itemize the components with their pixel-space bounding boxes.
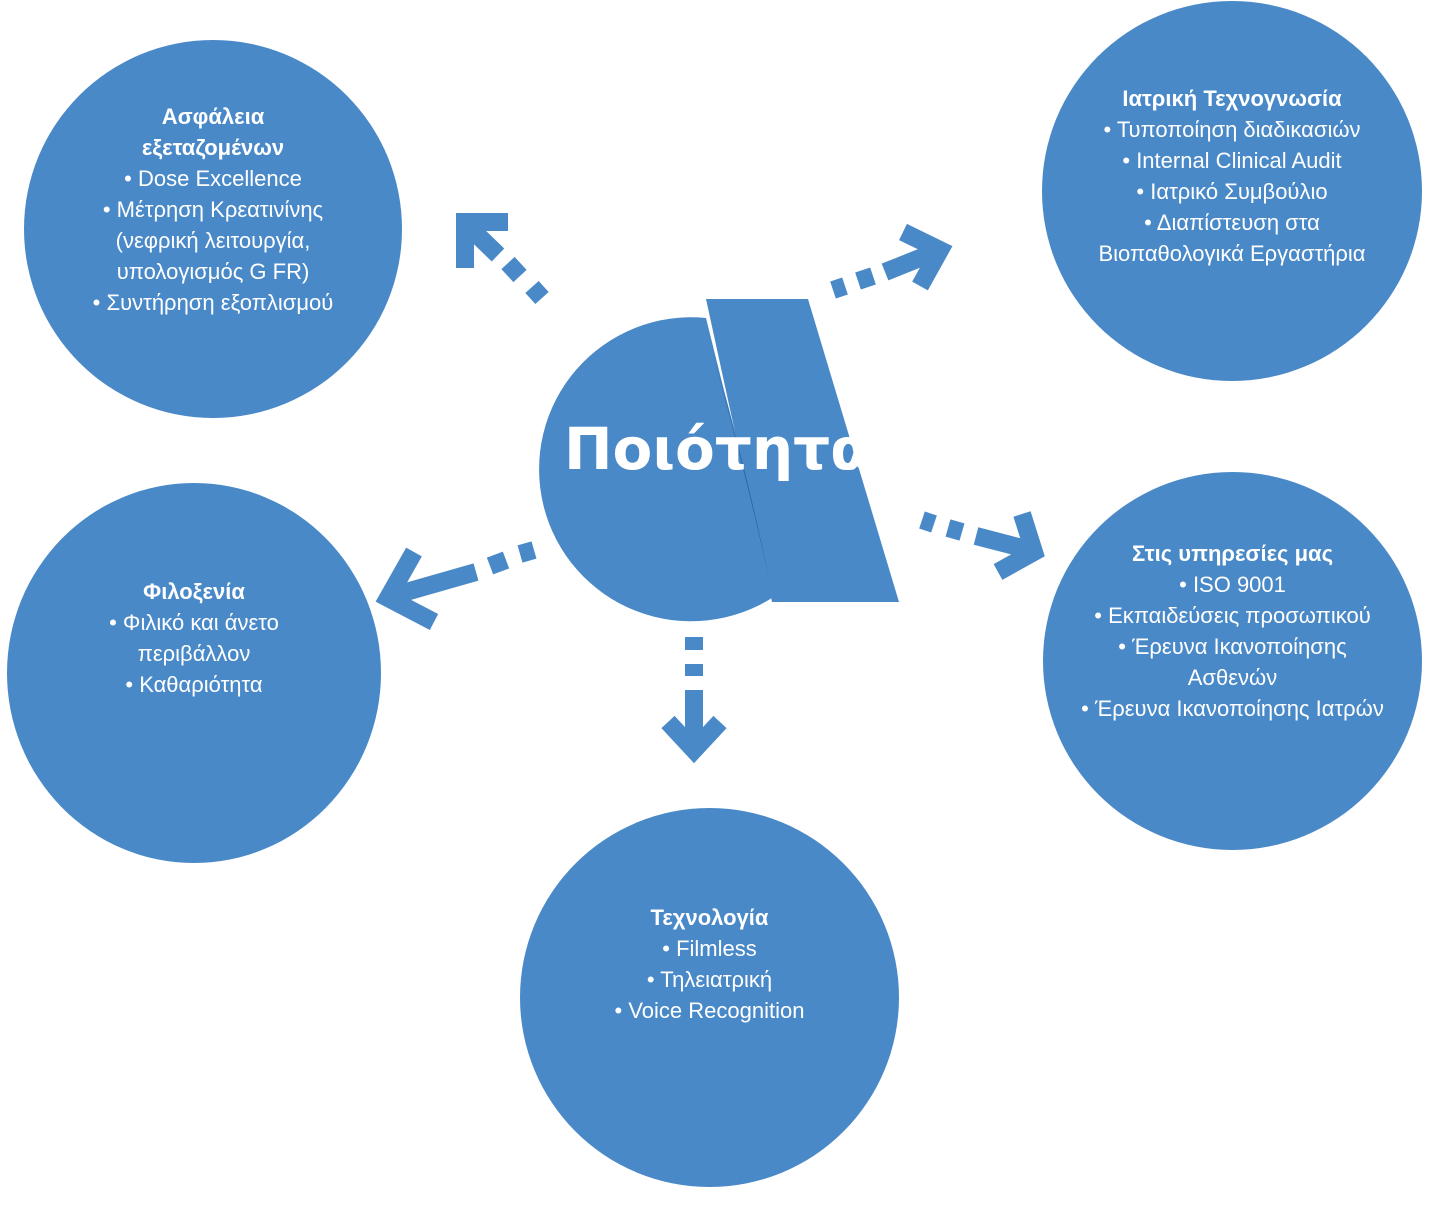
arrow-to-hospitality (375, 541, 537, 630)
node-title: Ασφάλεια εξεταζομένων (74, 101, 352, 163)
list-item: Εκπαιδεύσεις προσωπικού (1073, 600, 1392, 631)
list-item: Έρευνα Ικανοποίησης Ιατρών (1073, 693, 1392, 724)
title-line: Ασφάλεια (161, 103, 265, 129)
list-item: Internal Clinical Audit (1092, 145, 1372, 176)
node-technology: Τεχνολογία Filmless Τηλειατρική Voice Re… (520, 808, 899, 1187)
node-items: Τυποποίηση διαδικασιών Internal Clinical… (1092, 114, 1372, 269)
node-items: Φιλικό και άνετο περιβάλλον Καθαριότητα (77, 607, 311, 700)
node-content: Στις υπηρεσίες μας ISO 9001 Εκπαιδεύσεις… (1073, 538, 1392, 724)
node-title: Στις υπηρεσίες μας (1131, 541, 1334, 566)
list-item: Καθαριότητα (77, 669, 311, 700)
node-content: Ιατρική Τεχνογνωσία Τυποποίηση διαδικασι… (1092, 83, 1372, 269)
node-title: Τεχνολογία (650, 904, 769, 930)
list-item: Τυποποίηση διαδικασιών (1092, 114, 1372, 145)
arrow-to-tech (661, 637, 727, 764)
node-medical-expertise: Ιατρική Τεχνογνωσία Τυποποίηση διαδικασι… (1042, 1, 1422, 381)
list-item: Έρευνα Ικανοποίησης Ασθενών (1073, 631, 1392, 693)
node-content: Φιλοξενία Φιλικό και άνετο περιβάλλον Κα… (77, 576, 311, 700)
node-items: Dose Excellence Μέτρηση Κρεατινίνης (νεφ… (74, 163, 352, 318)
node-hospitality: Φιλοξενία Φιλικό και άνετο περιβάλλον Κα… (7, 483, 381, 863)
node-content: Τεχνολογία Filmless Τηλειατρική Voice Re… (615, 902, 805, 1026)
arrow-to-medical (830, 223, 953, 299)
list-item: Dose Excellence (74, 163, 352, 194)
center-title: Ποιότητα (564, 415, 871, 483)
list-item: Συντήρηση εξοπλισμού (74, 287, 352, 318)
node-items: ISO 9001 Εκπαιδεύσεις προσωπικού Έρευνα … (1073, 569, 1392, 724)
list-item: Φιλικό και άνετο περιβάλλον (77, 607, 311, 669)
list-item: ISO 9001 (1073, 569, 1392, 600)
list-item: Filmless (615, 933, 805, 964)
title-line: εξεταζομένων (141, 134, 285, 160)
list-item: Τηλειατρική (615, 964, 805, 995)
arrow-to-safety (456, 213, 549, 305)
node-patient-safety: Ασφάλεια εξεταζομένων Dose Excellence Μέ… (24, 40, 402, 418)
list-item: Voice Recognition (615, 995, 804, 1026)
list-item: Ιατρικό Συμβούλιο (1092, 176, 1372, 207)
node-items: Filmless Τηλειατρική Voice Recognition (615, 933, 805, 1026)
node-title: Φιλοξενία (143, 579, 245, 604)
node-content: Ασφάλεια εξεταζομένων Dose Excellence Μέ… (74, 101, 352, 318)
list-item: Μέτρηση Κρεατινίνης (νεφρική λειτουργία,… (74, 194, 352, 287)
arrow-to-services (919, 511, 1045, 580)
list-item: Διαπίστευση στα Βιοπαθολογικά Εργαστήρια (1092, 207, 1372, 269)
node-title: Ιατρική Τεχνογνωσία (1122, 86, 1342, 111)
node-services: Στις υπηρεσίες μας ISO 9001 Εκπαιδεύσεις… (1043, 472, 1422, 850)
logo-shape (539, 299, 899, 622)
